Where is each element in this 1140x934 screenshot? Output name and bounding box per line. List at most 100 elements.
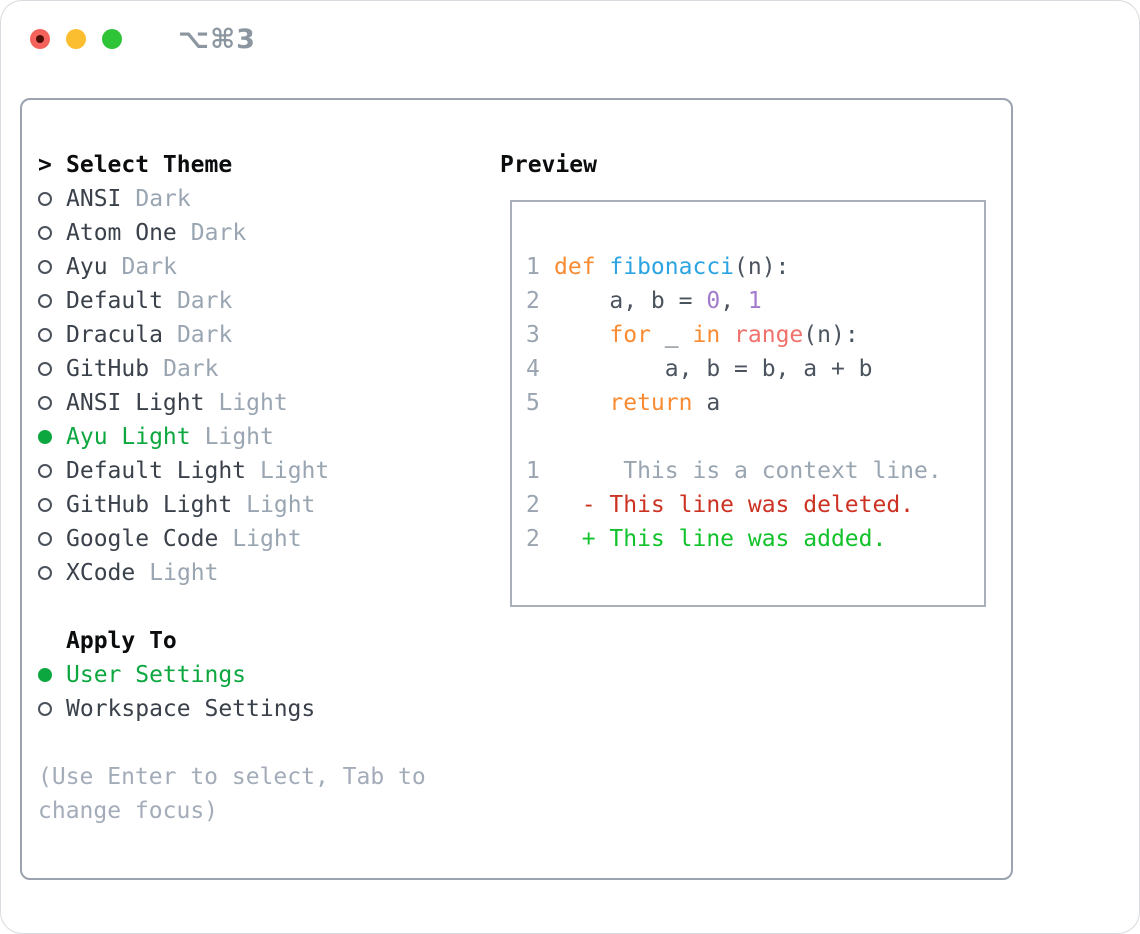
line-content: a, b = 0, 1 [554, 288, 762, 314]
theme-option[interactable]: Atom One Dark [38, 216, 426, 250]
option-label: XCode [66, 560, 136, 586]
line-content: return a [554, 390, 720, 416]
line-number: 1 [526, 254, 540, 280]
theme-picker-panel: > Select Theme ANSI Dark Atom One Dark A… [20, 98, 1013, 880]
minimize-button[interactable] [66, 29, 86, 49]
maximize-button[interactable] [102, 29, 122, 49]
option-variant: Dark [190, 220, 247, 246]
code-token: a, b = b, a + b [554, 356, 873, 382]
option-variant: Light [204, 424, 274, 450]
theme-option[interactable]: Ayu Dark [38, 250, 426, 284]
code-line: 2 a, b = 0, 1 [526, 284, 984, 318]
code-token: This is a context line. [554, 458, 942, 484]
code-line: 2 - This line was deleted. [526, 488, 984, 522]
theme-option[interactable]: ANSI Dark [38, 182, 426, 216]
radio-icon [38, 498, 66, 512]
code-token: 0 [706, 288, 721, 314]
option-label: Google Code [66, 526, 219, 552]
code-token: fibonacci [609, 254, 735, 280]
code-line [526, 420, 984, 454]
theme-option[interactable]: Default Light Light [38, 454, 426, 488]
radio-icon [38, 396, 66, 410]
spacer-row [38, 726, 426, 760]
preview-title: Preview [500, 152, 597, 178]
radio-icon [38, 532, 66, 546]
radio-icon [38, 294, 66, 308]
code-token: , [720, 288, 748, 314]
radio-icon [38, 566, 66, 580]
option-label: Default Light [66, 458, 247, 484]
line-number: 2 [526, 288, 540, 314]
theme-option[interactable]: Dracula Dark [38, 318, 426, 352]
option-variant: Light [232, 526, 302, 552]
code-preview: 1 def fibonacci(n): 2 a, b = 0, 1 3 for … [526, 250, 984, 556]
radio-icon [38, 328, 66, 342]
prompt-icon: > [38, 152, 52, 178]
line-number: 5 [526, 390, 540, 416]
code-token: return [609, 390, 693, 416]
apply-to-header: Apply To [38, 624, 426, 658]
option-label: User Settings [66, 662, 247, 688]
option-variant: Dark [176, 288, 233, 314]
code-token: 1 [747, 288, 762, 314]
code-line: 2 + This line was added. [526, 522, 984, 556]
line-content: + This line was added. [554, 526, 887, 552]
option-variant: Dark [176, 322, 233, 348]
option-variant: Light [260, 458, 330, 484]
option-label: Default [66, 288, 163, 314]
code-token: for [609, 322, 651, 348]
keyboard-shortcut-label: ⌥⌘3 [178, 23, 256, 55]
line-content: for _ in range(n): [554, 322, 859, 348]
theme-option[interactable]: ANSI Light Light [38, 386, 426, 420]
option-label: Ayu [66, 254, 108, 280]
option-label: ANSI [66, 186, 122, 212]
line-content: This is a context line. [554, 458, 942, 484]
line-content: - This line was deleted. [554, 492, 914, 518]
option-label: Ayu Light [66, 424, 191, 450]
theme-option[interactable]: Workspace Settings [38, 692, 426, 726]
line-number: 2 [526, 526, 540, 552]
line-number: 3 [526, 322, 540, 348]
code-token: (n): [803, 322, 859, 348]
theme-option[interactable]: Default Dark [38, 284, 426, 318]
theme-option[interactable]: User Settings [38, 658, 426, 692]
theme-option[interactable]: GitHub Light Light [38, 488, 426, 522]
theme-option[interactable]: Ayu Light Light [38, 420, 426, 454]
close-button[interactable] [30, 29, 50, 49]
theme-list-column: > Select Theme ANSI Dark Atom One Dark A… [38, 148, 426, 828]
radio-icon [38, 192, 66, 206]
theme-option[interactable]: Google Code Light [38, 522, 426, 556]
option-label: Workspace Settings [66, 696, 316, 722]
code-token: - This line was deleted. [554, 492, 915, 518]
option-variant: Dark [163, 356, 219, 382]
line-number: 1 [526, 458, 540, 484]
code-line: 1 This is a context line. [526, 454, 984, 488]
option-label: GitHub [66, 356, 150, 382]
line-number: 2 [526, 492, 540, 518]
option-label: GitHub Light [66, 492, 233, 518]
option-variant: Light [246, 492, 316, 518]
theme-option[interactable]: XCode Light [38, 556, 426, 590]
radio-icon [38, 260, 66, 274]
spacer-row [38, 590, 426, 624]
code-token [554, 390, 609, 416]
option-variant: Dark [121, 254, 177, 280]
radio-icon [38, 226, 66, 240]
line-number: 4 [526, 356, 540, 382]
option-variant: Light [149, 560, 219, 586]
option-variant: Dark [135, 186, 191, 212]
preview-box: 1 def fibonacci(n): 2 a, b = 0, 1 3 for … [510, 200, 986, 607]
option-label: Dracula [66, 322, 163, 348]
code-line: 4 a, b = b, a + b [526, 352, 984, 386]
code-token: (n): [734, 254, 790, 280]
theme-options-list: ANSI Dark Atom One Dark Ayu Dark Default… [38, 182, 426, 590]
code-token: a [692, 390, 721, 416]
code-token [554, 322, 609, 348]
code-token: range [734, 322, 804, 348]
apply-to-options-list: User Settings Workspace Settings [38, 658, 426, 726]
theme-option[interactable]: GitHub Dark [38, 352, 426, 386]
line-content: def fibonacci(n): [554, 254, 789, 280]
select-theme-header: > Select Theme [38, 148, 426, 182]
code-token: + This line was added. [554, 526, 887, 552]
radio-icon [38, 668, 66, 682]
